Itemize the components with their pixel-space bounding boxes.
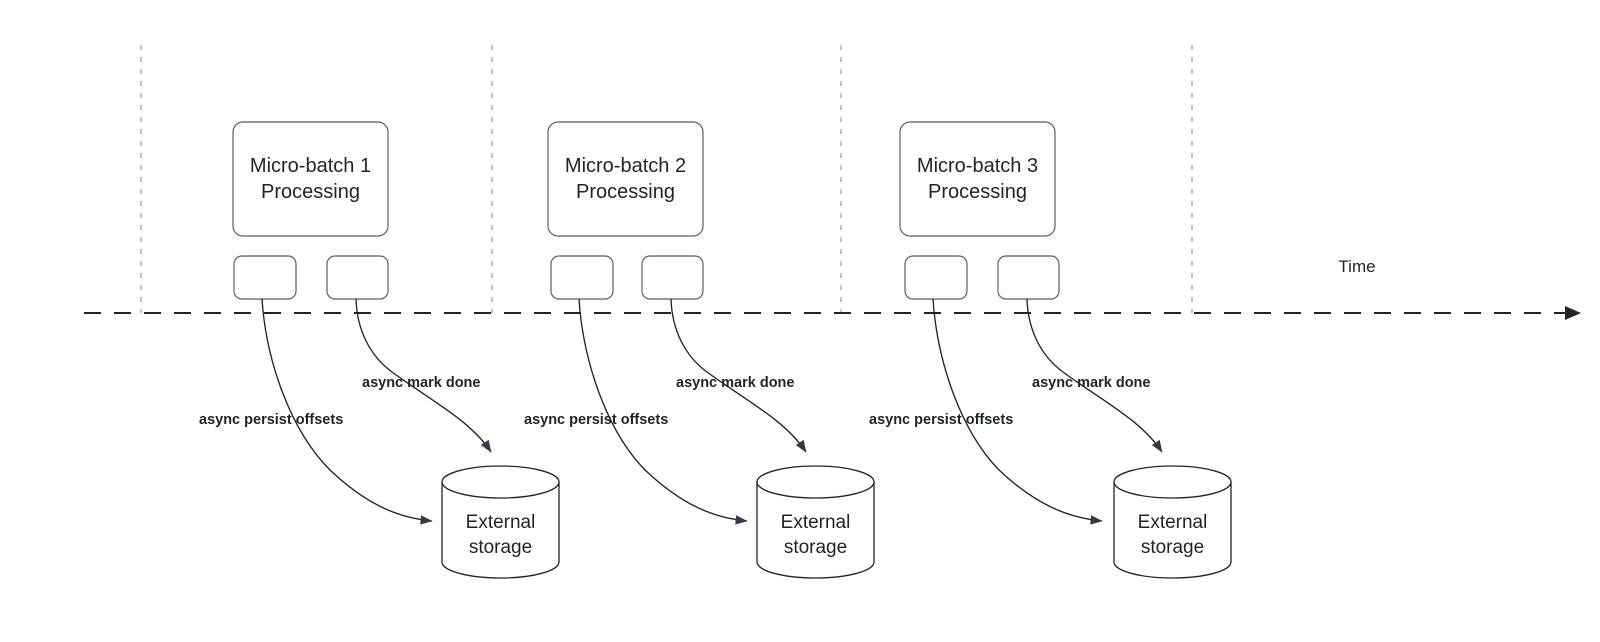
micro-batch-box[interactable] — [232, 121, 389, 237]
task-box-markdone[interactable] — [326, 255, 389, 300]
task-box-markdone[interactable] — [641, 255, 704, 300]
edge-async-mark-done-label: async mark done — [362, 375, 480, 391]
micro-batch-box[interactable] — [899, 121, 1056, 237]
external-storage-cylinder-body[interactable] — [441, 481, 560, 579]
external-storage-label-line1: External — [781, 512, 851, 533]
external-storage-label-line2: storage — [469, 537, 532, 558]
micro-batch-box[interactable] — [547, 121, 704, 237]
edge-async-persist-offsets-label: async persist offsets — [524, 412, 668, 428]
external-storage-cylinder-top — [1113, 465, 1232, 499]
edge-async-persist-offsets — [932, 298, 1103, 525]
external-storage-cylinder-top — [441, 465, 560, 499]
micro-batch-label-line1: Micro-batch 2 — [565, 155, 686, 177]
edge-async-persist-offsets — [261, 298, 433, 525]
edge-async-mark-done-label: async mark done — [1032, 375, 1150, 391]
micro-batch-label-line1: Micro-batch 3 — [917, 155, 1038, 177]
edge-async-mark-done — [670, 298, 807, 453]
external-storage-cylinder-body[interactable] — [1113, 481, 1232, 579]
separator-lines — [140, 45, 1193, 313]
edge-async-persist-offsets-label: async persist offsets — [199, 412, 343, 428]
timeline-arrowhead-icon — [1565, 306, 1581, 320]
external-storage-cylinder-body[interactable] — [756, 481, 875, 579]
micro-batch-label-line2: Processing — [261, 181, 360, 203]
edge-async-persist-offsets — [578, 298, 748, 525]
timeline-axis — [84, 306, 1581, 320]
time-axis-label: Time — [1338, 257, 1375, 276]
task-box-persist[interactable] — [233, 255, 297, 300]
external-storage-label-line2: storage — [1141, 537, 1204, 558]
task-box-markdone[interactable] — [997, 255, 1060, 300]
micro-batch-label-line2: Processing — [928, 181, 1027, 203]
micro-batch-label-line1: Micro-batch 1 — [250, 155, 371, 177]
edge-async-persist-offsets-label: async persist offsets — [869, 412, 1013, 428]
task-box-persist[interactable] — [550, 255, 614, 300]
micro-batch-label-line2: Processing — [576, 181, 675, 203]
external-storage-label-line1: External — [466, 512, 536, 533]
edge-async-mark-done-label: async mark done — [676, 375, 794, 391]
edge-async-mark-done — [1026, 298, 1163, 453]
external-storage-label-line2: storage — [784, 537, 847, 558]
external-storage-label-line1: External — [1138, 512, 1208, 533]
task-box-persist[interactable] — [904, 255, 968, 300]
external-storage-cylinder-top — [756, 465, 875, 499]
edge-async-mark-done — [355, 298, 492, 453]
